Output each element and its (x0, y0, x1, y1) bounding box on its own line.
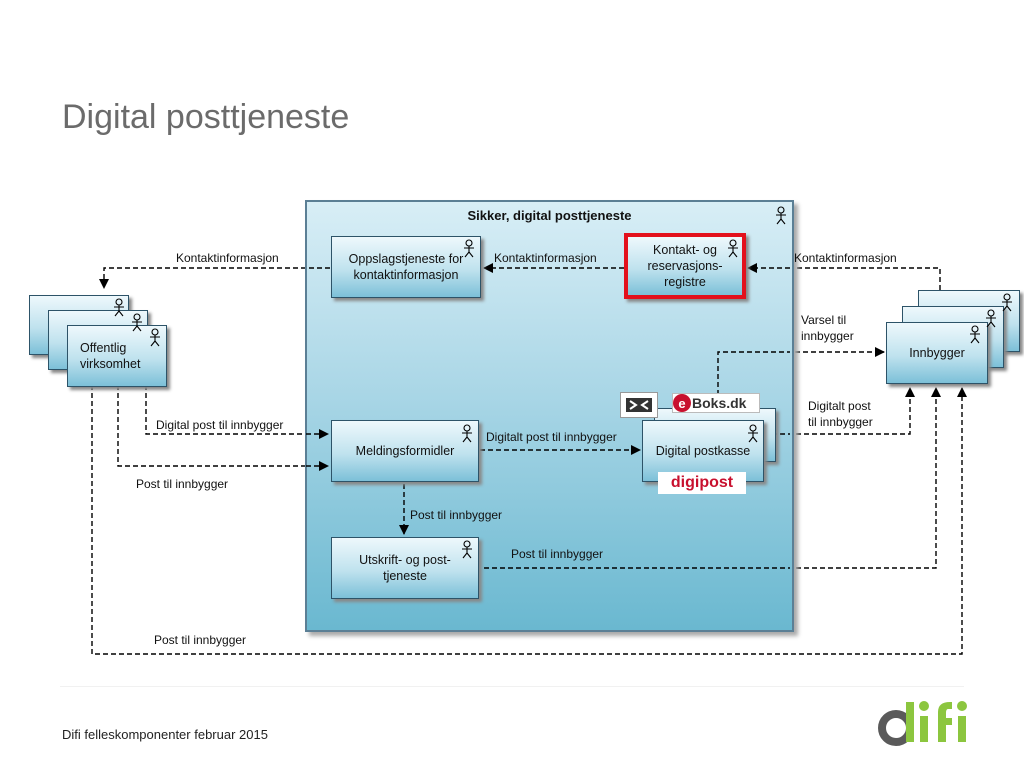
edge-post-left (117, 385, 329, 471)
eboks-e-mark: e (673, 394, 691, 412)
node-krr-label: Kontakt- og reservasjons- registre (647, 243, 723, 289)
node-utskrift[interactable]: Utskrift- og post- tjeneste (331, 537, 479, 599)
label-post-bottom: Post til innbygger (154, 633, 247, 647)
node-digital-postkasse[interactable]: Digital postkasse (642, 420, 764, 482)
node-offentlig[interactable]: Offentlig virksomhet (67, 325, 167, 387)
edge-digitalt-post-right (772, 387, 915, 435)
label-digitalt-post-right-1: Digitalt post (808, 399, 871, 413)
provider-emblem-icon (626, 398, 652, 412)
node-krr[interactable]: Kontakt- og reservasjons- registre (624, 233, 746, 299)
node-oppslag-label: Oppslagstjeneste for kontaktinformasjon (348, 252, 464, 282)
container-title: Sikker, digital posttjeneste (467, 208, 632, 223)
mailbox-provider-logo (620, 392, 658, 418)
node-oppslag[interactable]: Oppslagstjeneste for kontaktinformasjon (331, 236, 481, 298)
edge-digital-post (145, 385, 329, 439)
node-innbygger-label: Innbygger (909, 346, 965, 360)
label-digitalt-post-mid: Digitalt post til innbygger (486, 430, 617, 444)
label-varsel-1: Varsel til (801, 313, 847, 327)
label-varsel-2: innbygger (801, 329, 854, 343)
eboks-logo-text: Boks.dk (692, 395, 747, 411)
label-kontakt-left: Kontaktinformasjon (176, 251, 279, 265)
edge-kontakt-left (99, 267, 330, 289)
node-innbygger[interactable]: Innbygger (886, 322, 988, 384)
node-utskrift-label: Utskrift- og post- tjeneste (359, 553, 451, 583)
difi-logo (878, 701, 967, 746)
page-title: Digital posttjeneste (62, 98, 350, 136)
node-digital-postkasse-label: Digital postkasse (655, 444, 751, 458)
label-kontakt-mid: Kontaktinformasjon (494, 251, 597, 265)
footer-text: Difi felleskomponenter februar 2015 (62, 727, 268, 742)
label-post-left: Post til innbygger (136, 477, 229, 491)
label-digital-post: Digital post til innbygger (156, 418, 284, 432)
node-meldingsformidler-label: Meldingsformidler (355, 444, 455, 458)
label-kontakt-right: Kontaktinformasjon (794, 251, 897, 265)
node-meldingsformidler[interactable]: Meldingsformidler (331, 420, 479, 482)
edge-post-utskrift (484, 387, 941, 569)
label-post-down: Post til innbygger (410, 508, 503, 522)
edge-post-bottom (91, 385, 967, 655)
label-post-utskrift: Post til innbygger (511, 547, 604, 561)
footer-divider (60, 686, 964, 687)
node-offentlig-label: Offentlig virksomhet (80, 341, 141, 371)
label-digitalt-post-right-2: til innbygger (808, 415, 873, 429)
digipost-logo: digipost (658, 472, 746, 494)
